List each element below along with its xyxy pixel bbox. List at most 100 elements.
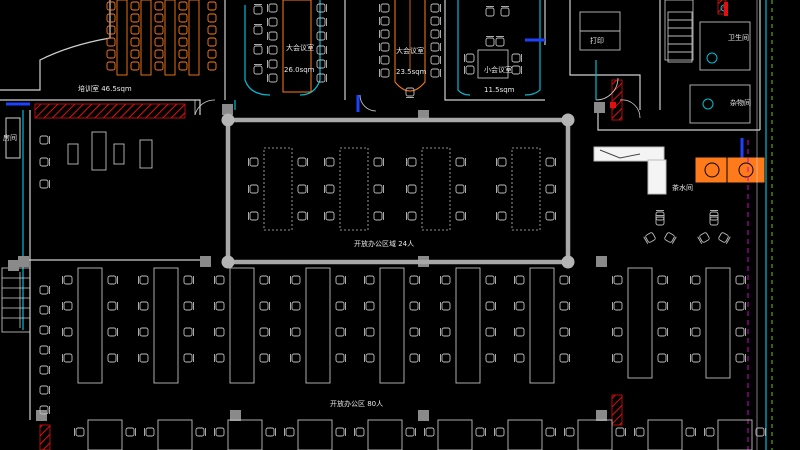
chair-icon	[464, 65, 475, 75]
chair-icon	[267, 17, 278, 27]
chair-icon	[138, 327, 149, 337]
lounge-seating	[643, 210, 731, 245]
chair-icon	[409, 353, 420, 363]
reception-desk	[67, 131, 153, 171]
chair-icon	[485, 301, 496, 311]
chair-icon	[612, 353, 623, 363]
selected-area[interactable]	[225, 117, 571, 265]
label-printer: 打印	[590, 36, 604, 45]
chair-icon	[207, 25, 217, 35]
chair-icon	[195, 427, 206, 437]
selection-grip-icon[interactable]	[221, 113, 575, 269]
chair-icon	[39, 179, 50, 189]
chair-icon	[259, 327, 270, 337]
chair-icon	[735, 275, 746, 285]
chair-icon	[406, 184, 417, 194]
desk	[188, 0, 200, 76]
label-open-office: 开放办公区 80人	[330, 399, 383, 408]
chair-icon	[511, 53, 522, 63]
chair-icon	[267, 45, 278, 55]
chair-icon	[690, 327, 701, 337]
service-rooms	[579, 11, 751, 124]
chair-icon	[405, 427, 416, 437]
chair-icon	[178, 13, 188, 23]
chair-icon	[735, 353, 746, 363]
walls	[0, 0, 761, 420]
desk	[305, 267, 331, 384]
chair-icon	[612, 301, 623, 311]
chair-icon	[559, 327, 570, 337]
chair-icon	[545, 211, 556, 221]
desk	[164, 0, 176, 76]
chair-icon	[107, 353, 118, 363]
desk	[437, 419, 473, 450]
desk	[577, 419, 613, 450]
chair-icon	[207, 49, 217, 59]
column	[594, 102, 605, 113]
chair-icon	[430, 29, 441, 39]
desk	[379, 267, 405, 384]
chair-icon	[316, 59, 327, 69]
label-storage: 杂物间	[730, 98, 751, 107]
column	[418, 110, 429, 121]
desk	[717, 419, 753, 450]
chair-icon	[685, 427, 696, 437]
door-swing-icon	[194, 77, 641, 119]
chair-icon	[735, 301, 746, 311]
chair-icon	[39, 157, 50, 167]
chair-icon	[657, 301, 668, 311]
chair-icon	[559, 353, 570, 363]
chair-icon	[485, 327, 496, 337]
chair-icon	[154, 61, 164, 71]
label-selected-area: 开放办公区域 24人	[354, 239, 414, 248]
column	[230, 410, 241, 421]
stair-icon	[664, 0, 694, 61]
chair-icon	[559, 275, 570, 285]
training-room-seating	[106, 0, 217, 76]
chair-icon	[430, 3, 441, 13]
chair-icon	[253, 24, 263, 35]
meeting-room-b	[379, 0, 441, 98]
hatched-walls	[5, 0, 727, 450]
chair-icon	[335, 301, 346, 311]
chair-icon	[253, 44, 263, 55]
chair-icon	[324, 184, 335, 194]
chair-icon	[405, 87, 415, 98]
chair-icon	[455, 157, 466, 167]
chair-icon	[290, 275, 301, 285]
chair-icon	[464, 53, 475, 63]
chair-icon	[545, 427, 556, 437]
desk	[157, 419, 193, 450]
label-washroom: 卫生间	[728, 33, 749, 42]
chair-icon	[39, 135, 50, 145]
chair-icon	[324, 211, 335, 221]
label-meeting-b: 大会议室	[396, 46, 424, 55]
label-meeting-c: 小会议室	[484, 65, 512, 74]
chair-icon	[704, 427, 715, 437]
chair-icon	[379, 16, 390, 26]
chair-icon	[690, 301, 701, 311]
chair-icon	[663, 231, 677, 245]
chair-icon	[297, 157, 308, 167]
chair-icon	[379, 42, 390, 52]
chair-icon	[259, 275, 270, 285]
chair-icon	[409, 301, 420, 311]
chair-icon	[290, 301, 301, 311]
chair-icon	[690, 353, 701, 363]
chair-icon	[514, 327, 525, 337]
chair-icon	[125, 427, 136, 437]
chair-icon	[290, 327, 301, 337]
column	[18, 256, 29, 267]
label-training-room: 培训室 46.5sqm	[78, 84, 132, 93]
chair-icon	[178, 37, 188, 47]
chair-icon	[430, 68, 441, 78]
chair-icon	[107, 301, 118, 311]
chair-icon	[485, 353, 496, 363]
chair-icon	[39, 345, 50, 355]
chair-icon	[657, 353, 668, 363]
chair-icon	[545, 184, 556, 194]
chair-icon	[207, 37, 217, 47]
chair-icon	[755, 427, 766, 437]
sink-icon	[702, 4, 728, 110]
